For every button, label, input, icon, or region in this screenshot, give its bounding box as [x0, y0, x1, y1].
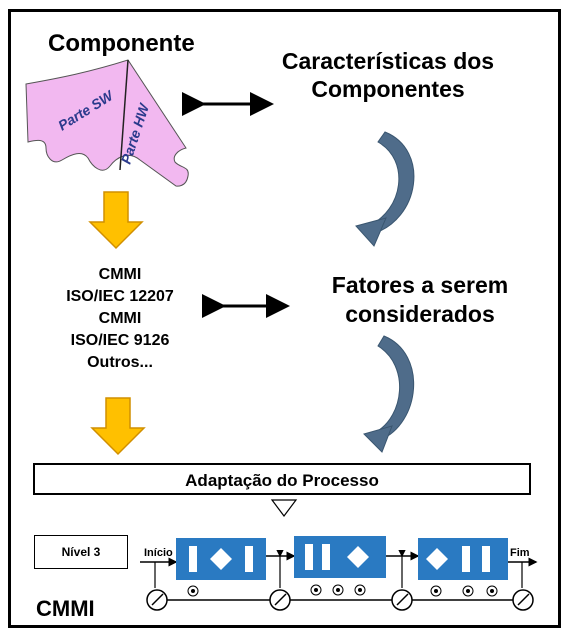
down-arrow-icon	[90, 397, 146, 456]
standard-item: Outros...	[87, 354, 153, 371]
level-box: Nível 3	[34, 535, 128, 569]
control-dot-icon	[354, 584, 366, 596]
control-dot-icon	[310, 584, 322, 596]
process-flow	[140, 550, 538, 601]
process-block	[176, 538, 266, 580]
diagram-frame	[8, 9, 561, 628]
standard-item: CMMI	[98, 310, 142, 327]
process-adaptation-label: Adaptação do Processo	[185, 471, 379, 490]
down-arrow-icon	[88, 191, 144, 250]
gauge-icon	[391, 589, 413, 611]
process-adaptation-box: Adaptação do Processo	[33, 463, 531, 495]
factors-line-1: Fatores a serem	[331, 272, 509, 298]
standard-item: CMMI	[98, 266, 142, 283]
standard-item: ISO/IEC 9126	[70, 332, 170, 349]
control-dot-icon	[332, 584, 344, 596]
process-block	[294, 536, 386, 578]
factors-label: Fatores a serem considerados	[300, 271, 540, 329]
gauge-icon	[269, 589, 291, 611]
end-label: Fim	[510, 547, 530, 559]
control-dot-icon	[486, 585, 498, 597]
component-title: Componente	[48, 30, 195, 57]
factors-line-2: considerados	[345, 301, 495, 327]
process-block	[418, 538, 508, 580]
component-puzzle-shape	[25, 59, 189, 187]
curved-arrow-icon	[363, 335, 415, 453]
standards-list: CMMI ISO/IEC 12207 CMMI ISO/IEC 9126 Out…	[40, 264, 200, 374]
start-label: Início	[144, 547, 173, 559]
gauge-icon	[512, 589, 534, 611]
standard-item: ISO/IEC 12207	[66, 288, 174, 305]
model-label: CMMI	[36, 596, 95, 621]
gauge-icon	[146, 589, 168, 611]
characteristics-label: Características dos Componentes	[268, 47, 508, 103]
characteristics-line-1: Características dos	[281, 48, 495, 74]
control-dot-icon	[187, 585, 199, 597]
curved-arrow-icon	[355, 131, 415, 247]
control-dot-icon	[462, 585, 474, 597]
control-dot-icon	[430, 585, 442, 597]
characteristics-line-2: Componentes	[311, 76, 465, 102]
process-down-arrow-icon	[270, 499, 298, 517]
